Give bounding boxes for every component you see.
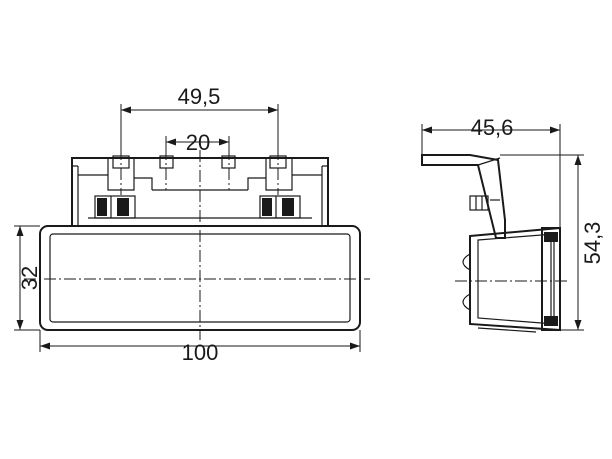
dim-49-5: 49,5 [120,84,279,150]
side-bracket [421,154,506,239]
dim-label-45-6: 45,6 [471,115,514,140]
clip-right [259,195,301,219]
clip-left [94,195,136,219]
dim-label-54-3: 54,3 [580,222,605,265]
side-view: 45,6 54,3 [421,115,605,333]
dim-100: 100 [39,330,361,365]
dim-label-32: 32 [17,266,42,290]
front-view: 49,5 20 32 100 [14,84,370,365]
dim-20: 20 [165,130,230,156]
side-housing [462,226,561,333]
dim-54-3: 54,3 [500,154,605,331]
dim-45-6: 45,6 [421,115,561,228]
dim-32: 32 [14,225,42,331]
center-lines [24,148,370,340]
dim-label-49-5: 49,5 [178,84,221,109]
dim-label-20: 20 [186,130,210,155]
side-stud [469,195,489,211]
dim-label-100: 100 [182,340,219,365]
